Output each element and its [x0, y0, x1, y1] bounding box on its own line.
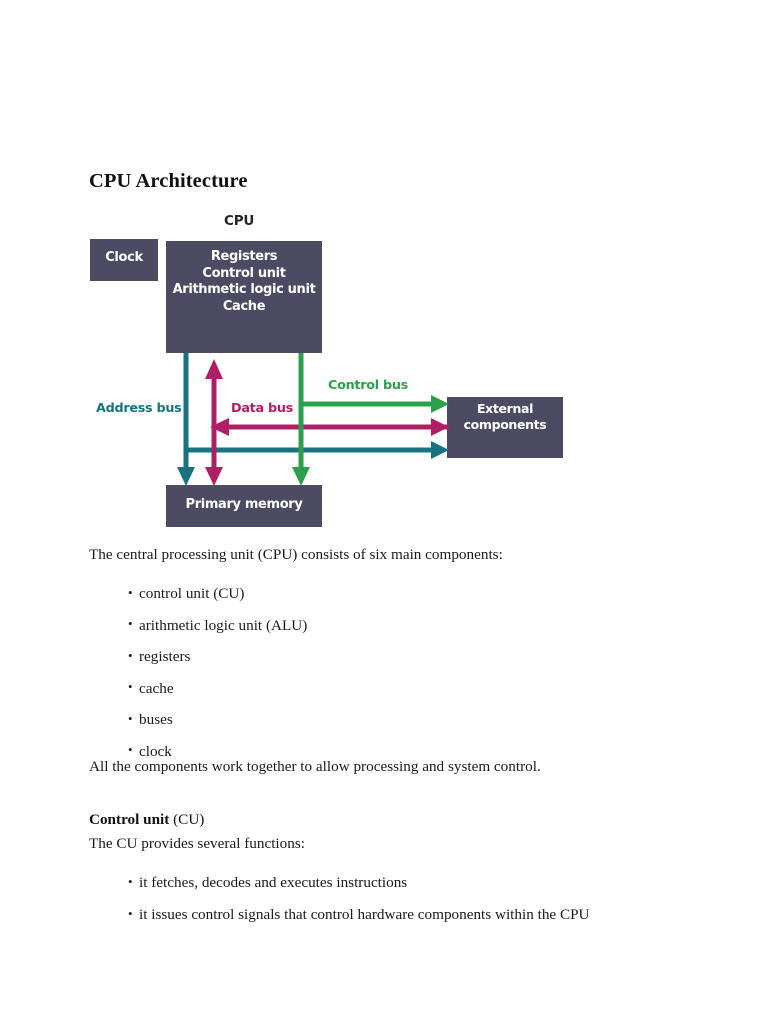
data-bus-arrow-left — [210, 418, 229, 436]
cpu-core-box-label: Registers Control unit Arithmetic logic … — [166, 249, 322, 316]
primary-memory-box-label: Primary memory — [185, 497, 303, 512]
clock-box — [90, 239, 158, 281]
cpu-core-box — [166, 241, 322, 353]
control-bus-arrow-external — [431, 395, 449, 413]
cpu-core-line-control-unit: Control unit — [202, 265, 286, 281]
address-bus-label: Address bus — [96, 401, 182, 416]
data-bus-arrow-right-external — [431, 418, 449, 436]
external-components-box — [447, 397, 563, 458]
diagram-caption-cpu: CPU — [224, 213, 255, 229]
list-item: arithmetic logic unit (ALU) — [128, 616, 307, 635]
control-bus-label: Control bus — [328, 378, 408, 393]
cu-functions-list: it fetches, decodes and executes instruc… — [128, 874, 590, 938]
cpu-core-line-cache: Cache — [222, 298, 266, 314]
cu-lead-paragraph: The CU provides several functions: — [89, 835, 305, 852]
list-item: cache — [128, 679, 307, 698]
cpu-components-list: control unit (CU) arithmetic logic unit … — [128, 585, 307, 774]
section-heading-suffix: (CU) — [169, 811, 205, 828]
control-bus-arrow-memory — [292, 467, 310, 486]
list-item: control unit (CU) — [128, 585, 307, 603]
address-bus-arrow-memory — [177, 467, 195, 486]
page-title: CPU Architecture — [89, 170, 248, 192]
list-item: it issues control signals that control h… — [128, 906, 590, 924]
cpu-core-line-alu: Arithmetic logic unit — [172, 282, 316, 298]
clock-box-label: Clock — [105, 250, 143, 265]
intro-paragraph: The central processing unit (CPU) consis… — [89, 546, 503, 563]
summary-paragraph: All the components work together to allo… — [89, 758, 541, 775]
external-line-1: External — [476, 401, 534, 416]
cpu-core-line-registers: Registers — [210, 249, 278, 264]
external-line-2: components — [463, 417, 547, 432]
address-bus-arrow-external — [431, 441, 449, 459]
section-heading-text: Control unit — [89, 811, 170, 828]
external-components-box-label: External components — [447, 401, 563, 433]
list-item: buses — [128, 711, 307, 729]
list-item: clock — [128, 742, 307, 761]
list-item: it fetches, decodes and executes instruc… — [128, 874, 590, 892]
primary-memory-box — [166, 485, 322, 527]
cpu-architecture-diagram: CPU Clock Registers Control unit Arithme… — [0, 205, 768, 535]
data-bus-label: Data bus — [231, 401, 293, 416]
section-heading-control-unit: Control unit (CU) — [89, 811, 204, 829]
data-bus-arrow-cpu — [205, 359, 223, 379]
data-bus-arrow-memory — [205, 467, 223, 486]
diagram-canvas — [90, 239, 563, 527]
list-item: registers — [128, 648, 307, 666]
